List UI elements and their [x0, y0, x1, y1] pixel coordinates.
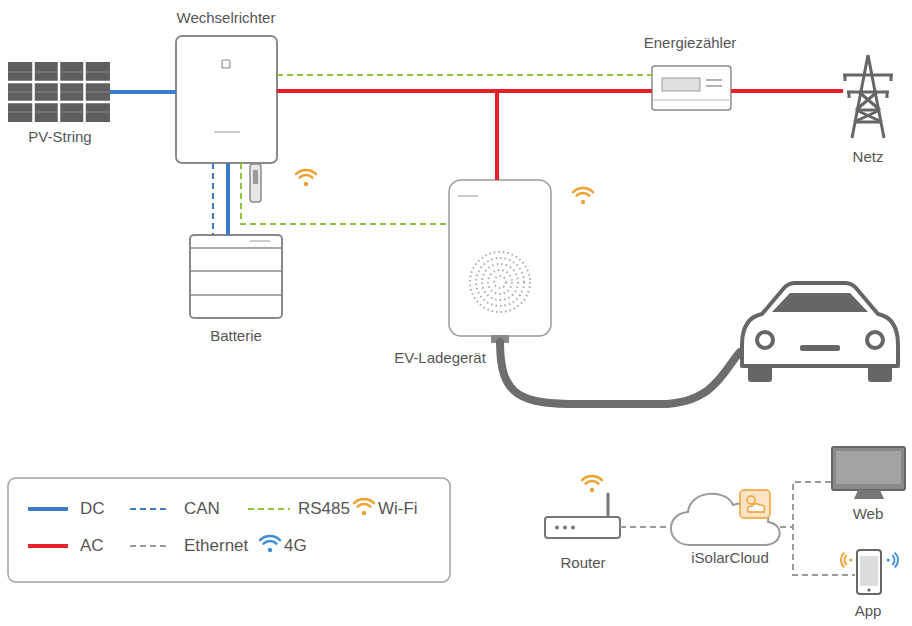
node-label: Wechselrichter: [177, 9, 276, 27]
legend-sample: [260, 536, 280, 552]
node-label: iSolarCloud: [691, 549, 769, 567]
node-label: Netz: [853, 148, 884, 166]
dc-line: [110, 90, 176, 94]
wifi-icon: [573, 188, 593, 204]
node-label: Batterie: [210, 327, 262, 345]
ethernet-line: [780, 482, 832, 527]
ethernet-line: [780, 527, 855, 575]
router: Router: [545, 517, 620, 538]
legend-text: 4G: [284, 536, 307, 556]
node-label: App: [855, 602, 882, 620]
app-client: App: [855, 548, 883, 596]
legend-frame: [8, 478, 450, 582]
legend-sample: [248, 509, 290, 510]
legend-text: Ethernet: [184, 536, 248, 556]
battery: Batterie: [190, 235, 282, 318]
inverter-housing: [176, 36, 277, 163]
legend-sample: [130, 546, 170, 547]
electric-car: [742, 283, 898, 382]
4g-icon: [887, 553, 898, 567]
legend-sample: [354, 499, 374, 515]
node-label: PV-String: [28, 128, 91, 146]
wifi-icon: [296, 170, 316, 186]
ethernet-line: [620, 526, 666, 528]
energy-meter: Energiezähler: [652, 66, 731, 110]
wifi-dongle: [250, 164, 261, 202]
pv-panel: [8, 62, 110, 122]
legend-text: RS485: [298, 499, 350, 519]
legend-sample: [28, 509, 68, 510]
node-label: Energiezähler: [644, 34, 737, 52]
wifi-icon: [582, 476, 602, 492]
web-monitor: [832, 447, 905, 499]
energy-meter: [652, 66, 731, 110]
legend-sample: [130, 509, 170, 510]
legend-text: DC: [80, 499, 105, 519]
legend-text: AC: [80, 536, 104, 556]
ev-charger: [449, 180, 551, 343]
dc-line: [226, 163, 230, 235]
ac-line: [277, 91, 497, 180]
node-label: Router: [560, 554, 605, 572]
legend-text: Wi-Fi: [378, 499, 418, 519]
ev-charger: EV-Ladegerät: [449, 180, 551, 336]
node-label: Web: [853, 505, 884, 523]
wifi-icon: [841, 553, 852, 567]
rs485-line: [277, 74, 652, 76]
cloud-icon: [671, 490, 780, 545]
ac-line: [731, 89, 843, 93]
legend-text: CAN: [184, 499, 220, 519]
router: [545, 494, 620, 538]
power-pylon: [843, 55, 893, 138]
cloud-service: iSolarCloud: [666, 490, 780, 546]
inverter: Wechselrichter: [176, 36, 277, 163]
can-line: [212, 163, 214, 235]
rs485-line: [241, 163, 449, 224]
legend-sample: [28, 546, 68, 547]
pv-string: PV-String: [8, 62, 110, 122]
charging-cable: [500, 342, 740, 404]
web-client: Web: [832, 447, 905, 500]
node-label: EV-Ladegerät: [394, 349, 486, 367]
grid: Netz: [843, 55, 893, 138]
battery-stack: [190, 235, 282, 318]
smartphone: [857, 550, 881, 594]
